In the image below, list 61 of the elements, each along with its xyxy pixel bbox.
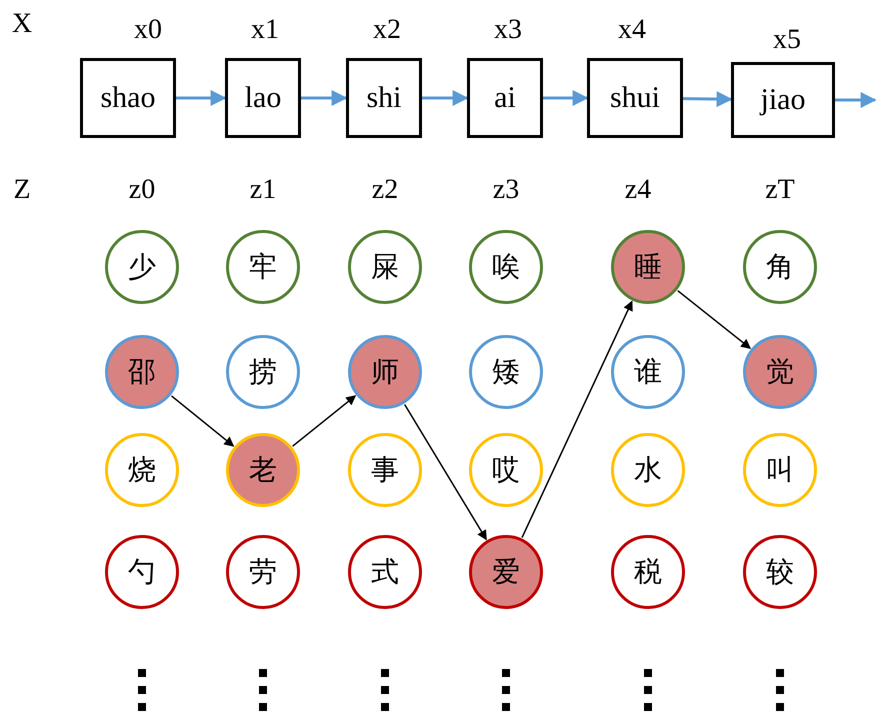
character-text: 税 bbox=[634, 554, 662, 590]
character-text: 师 bbox=[371, 354, 399, 390]
position-label: x5 bbox=[773, 24, 801, 56]
arrow bbox=[292, 395, 356, 447]
character-text: 捞 bbox=[249, 354, 277, 390]
character-text: 牢 bbox=[249, 249, 277, 285]
word-box bbox=[467, 58, 543, 138]
character-text: 较 bbox=[766, 554, 794, 590]
character-text: 谁 bbox=[634, 354, 662, 390]
position-label: x2 bbox=[373, 14, 401, 46]
character-text: 觉 bbox=[766, 354, 794, 390]
pinyin-text: ai bbox=[494, 81, 516, 115]
arrow bbox=[677, 290, 752, 349]
pinyin-text: shi bbox=[366, 81, 402, 115]
arrow bbox=[682, 91, 733, 108]
position-label: x4 bbox=[618, 14, 646, 46]
state-label: z3 bbox=[492, 174, 520, 206]
character-text: 角 bbox=[766, 249, 794, 285]
character-text: 劳 bbox=[249, 554, 277, 590]
pinyin-text: shao bbox=[100, 81, 156, 115]
row-label: Z bbox=[13, 174, 31, 206]
position-label: x0 bbox=[134, 14, 162, 46]
arrow bbox=[543, 90, 589, 106]
arrow bbox=[521, 300, 633, 538]
character-text: 邵 bbox=[128, 354, 156, 390]
pinyin-text: lao bbox=[244, 81, 282, 115]
word-box bbox=[80, 58, 176, 138]
state-label: z1 bbox=[250, 174, 276, 206]
character-text: 水 bbox=[634, 452, 662, 488]
state-label: z2 bbox=[372, 174, 398, 206]
character-text: 叫 bbox=[766, 452, 794, 488]
character-text: 烧 bbox=[128, 452, 156, 488]
state-label: z4 bbox=[624, 174, 652, 206]
arrow bbox=[301, 90, 348, 106]
character-text: 老 bbox=[249, 452, 277, 488]
position-label: x3 bbox=[494, 14, 522, 46]
arrow bbox=[404, 404, 487, 540]
position-label: x1 bbox=[251, 14, 279, 46]
character-text: 矮 bbox=[492, 354, 520, 390]
word-box bbox=[731, 62, 835, 138]
state-label: z0 bbox=[128, 174, 156, 206]
character-text: 屎 bbox=[371, 249, 399, 285]
word-box bbox=[225, 58, 301, 138]
character-text: 式 bbox=[371, 554, 399, 590]
arrow bbox=[422, 90, 469, 106]
character-text: 少 bbox=[128, 249, 156, 285]
character-text: 唉 bbox=[492, 249, 520, 285]
character-text: 事 bbox=[371, 452, 399, 488]
state-label: zT bbox=[765, 174, 795, 206]
character-text: 睡 bbox=[634, 249, 662, 285]
pinyin-text: jiao bbox=[760, 83, 806, 117]
character-text: 勺 bbox=[128, 554, 156, 590]
arrow bbox=[835, 92, 877, 108]
arrow bbox=[171, 395, 234, 447]
word-box bbox=[346, 58, 422, 138]
character-text: 爱 bbox=[492, 554, 520, 590]
character-text: 哎 bbox=[492, 452, 520, 488]
word-box bbox=[587, 58, 683, 138]
arrow bbox=[176, 90, 227, 106]
row-label: X bbox=[12, 8, 32, 40]
pinyin-text: shui bbox=[610, 81, 660, 115]
